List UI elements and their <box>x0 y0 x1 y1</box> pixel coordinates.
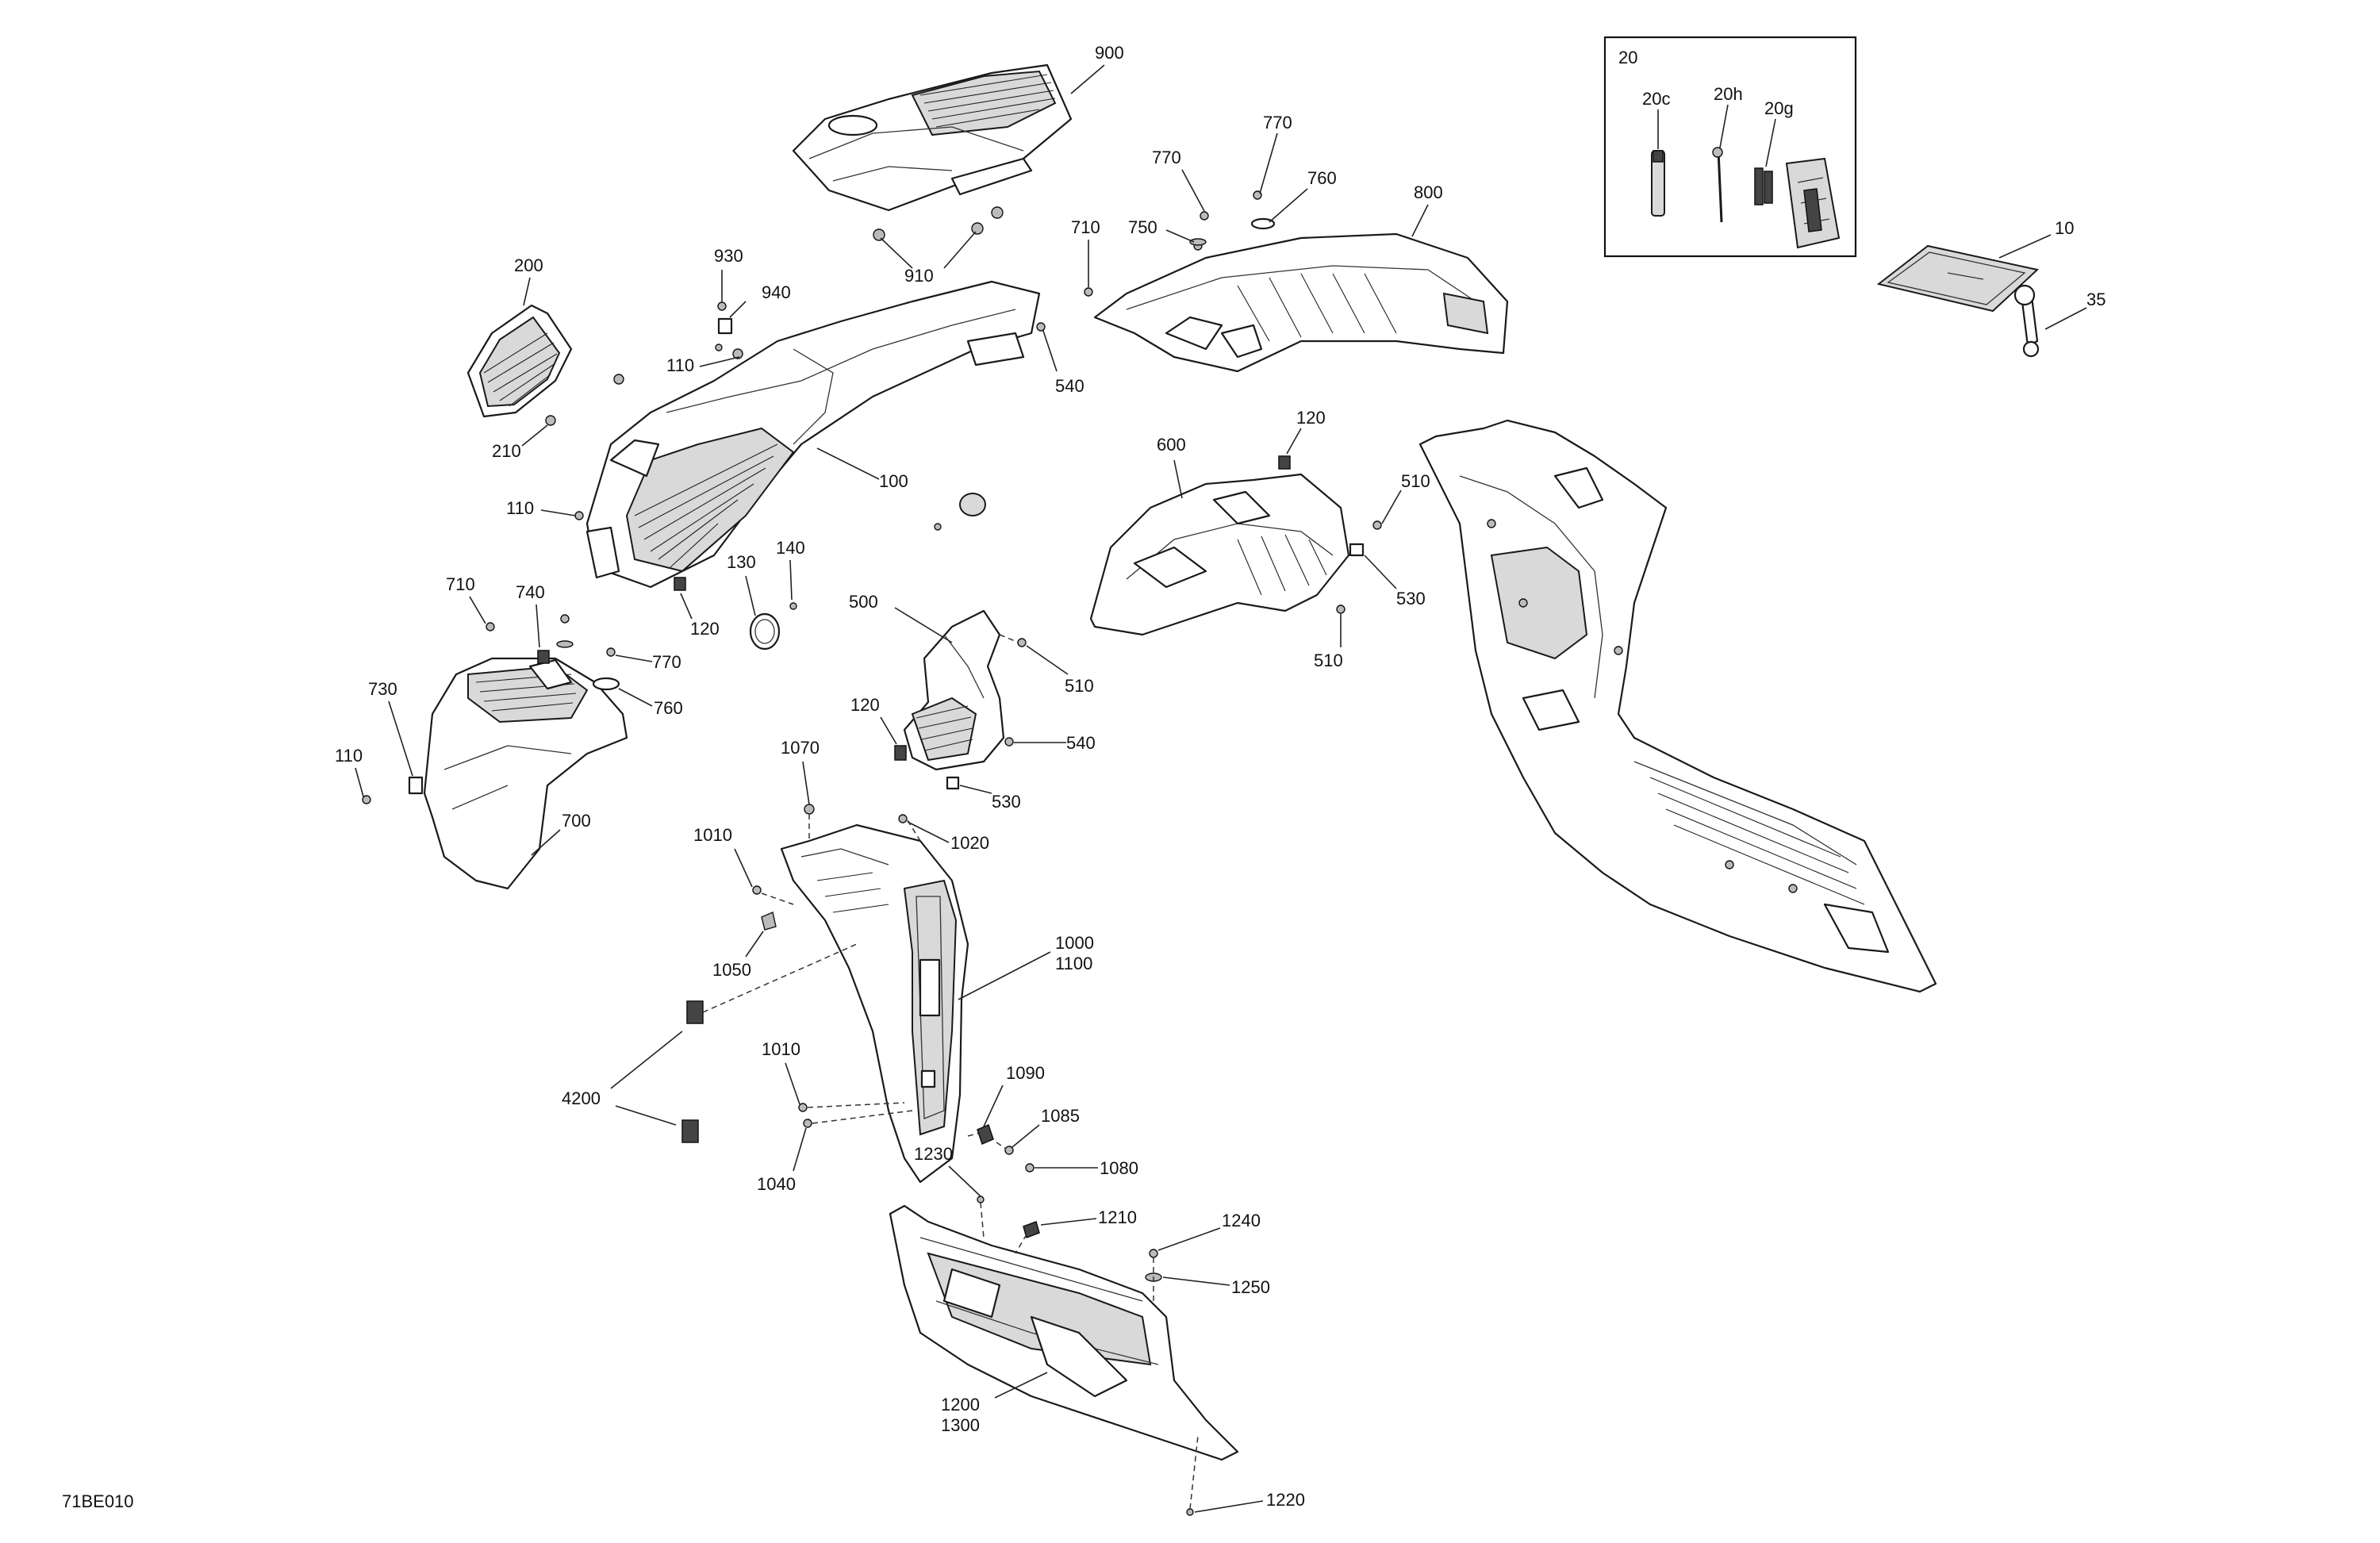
callout-1010a: 1010 <box>693 825 732 845</box>
callout-20h: 20h <box>1714 84 1743 104</box>
callout-1300: 1300 <box>941 1415 980 1435</box>
callout-750: 750 <box>1128 217 1157 237</box>
callout-900: 900 <box>1095 43 1124 63</box>
callout-510c: 510 <box>1065 676 1094 696</box>
callout-800: 800 <box>1414 182 1443 202</box>
callout-1020: 1020 <box>950 833 989 853</box>
part-side-structure <box>1418 419 1937 993</box>
callout-540b: 540 <box>1066 733 1096 753</box>
callout-1050: 1050 <box>712 960 751 980</box>
callout-200: 200 <box>514 255 543 275</box>
callout-1200: 1200 <box>941 1395 980 1414</box>
callout-510a: 510 <box>1401 471 1430 491</box>
callout-110c: 110 <box>335 746 363 766</box>
callout-1100: 1100 <box>1055 954 1092 973</box>
callout-20: 20 <box>1618 48 1637 67</box>
callout-1080: 1080 <box>1100 1158 1138 1178</box>
callout-130: 130 <box>727 552 756 572</box>
tool-kit-box: 20 20c 20h 20g <box>1603 36 1857 258</box>
callout-210: 210 <box>492 441 521 461</box>
callout-940: 940 <box>762 282 791 302</box>
callout-20g: 20g <box>1764 98 1794 118</box>
callout-700: 700 <box>562 811 591 831</box>
part-800-rear-cover: 800 770 770 760 750 710 <box>1071 113 1509 373</box>
callout-120c: 120 <box>850 695 880 715</box>
part-140-rivet: 140 <box>776 493 986 610</box>
drawing-id: 71BE010 <box>62 1491 134 1511</box>
callout-110b: 110 <box>506 498 534 518</box>
part-600-rear-storage: 600 120 510 530 510 <box>1089 408 1430 670</box>
callout-100: 100 <box>879 471 908 491</box>
part-10-manual: 10 <box>1876 218 2074 313</box>
part-1200-rocker-panel: 1230 1210 1240 1250 1200 1300 1220 <box>889 1144 1305 1516</box>
tool-pouch <box>1785 157 1841 249</box>
callout-110a: 110 <box>666 355 694 375</box>
part-1000-pillar: 1070 1020 1010 1050 1000 1100 4200 1010 … <box>562 738 1138 1194</box>
callout-710b: 710 <box>446 574 475 594</box>
callout-1220: 1220 <box>1266 1490 1305 1510</box>
callout-760b: 760 <box>654 698 683 718</box>
callout-510b: 510 <box>1314 651 1343 670</box>
part-500-bracket: 500 510 540 120 530 <box>849 592 1096 812</box>
callout-1230: 1230 <box>914 1144 953 1164</box>
tool-20g: 20g <box>1754 98 1794 205</box>
callout-120a: 120 <box>690 619 720 639</box>
callout-740: 740 <box>516 582 545 602</box>
part-700-side-panel: 710 740 770 760 730 110 700 <box>335 574 683 890</box>
callout-1085: 1085 <box>1041 1106 1080 1126</box>
callout-120b: 120 <box>1296 408 1326 428</box>
part-200-grille: 200 210 <box>466 255 624 461</box>
callout-1210: 1210 <box>1098 1207 1137 1227</box>
callout-35: 35 <box>2086 290 2106 309</box>
callout-710a: 710 <box>1071 217 1100 237</box>
callout-730: 730 <box>368 679 397 699</box>
tool-20h: 20h <box>1712 84 1743 223</box>
part-100-front-fascia: 100 540 930 940 110 110 120 <box>506 246 1084 639</box>
callout-1250: 1250 <box>1231 1277 1270 1297</box>
callout-930: 930 <box>714 246 743 266</box>
part-900-hood-cover: 900 910 <box>792 43 1124 286</box>
callout-760a: 760 <box>1307 168 1337 188</box>
callout-500: 500 <box>849 592 878 612</box>
part-35-wrench: 35 <box>2013 284 2106 358</box>
tool-20c: 20c <box>1642 89 1670 217</box>
callout-1070: 1070 <box>781 738 820 758</box>
callout-1090: 1090 <box>1006 1063 1045 1083</box>
callout-910: 910 <box>904 266 934 286</box>
callout-4200: 4200 <box>562 1088 601 1108</box>
callout-1040: 1040 <box>757 1174 796 1194</box>
callout-1240: 1240 <box>1222 1211 1261 1230</box>
callout-600: 600 <box>1157 435 1186 455</box>
callout-1000: 1000 <box>1055 933 1094 953</box>
callout-770c: 770 <box>652 652 681 672</box>
callout-530a: 530 <box>1396 589 1426 608</box>
callout-20c: 20c <box>1642 89 1670 109</box>
callout-770a: 770 <box>1263 113 1292 132</box>
part-130-cap: 130 <box>727 552 781 651</box>
callout-770b: 770 <box>1152 148 1181 167</box>
callout-540a: 540 <box>1055 376 1084 396</box>
callout-10: 10 <box>2055 218 2074 238</box>
callout-1010b: 1010 <box>762 1039 800 1059</box>
callout-530b: 530 <box>992 792 1021 812</box>
callout-140: 140 <box>776 538 805 558</box>
